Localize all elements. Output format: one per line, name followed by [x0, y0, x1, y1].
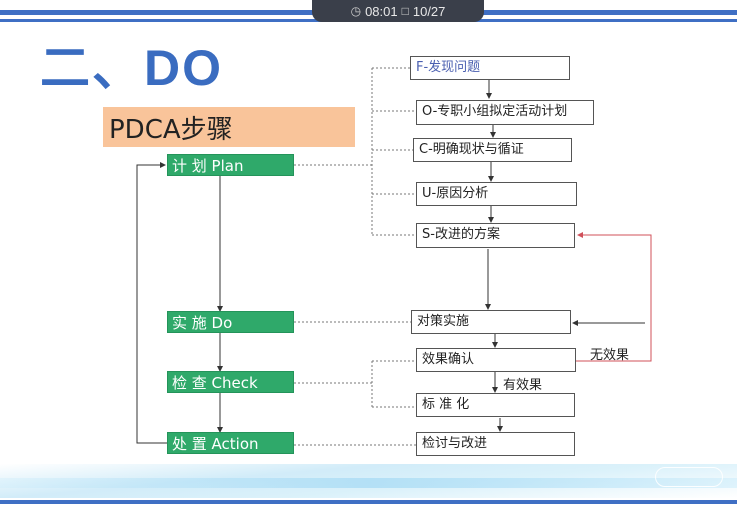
pdca-step-label: 实 施 Do [172, 314, 233, 332]
pdca-step-plan: 计 划 Plan [167, 154, 294, 176]
status-bar: ◷ 08:01 □ 10/27 [312, 0, 484, 22]
section-label: PDCA步骤 [103, 107, 355, 147]
step-label: 检讨与改进 [422, 436, 488, 451]
pdca-step-do: 实 施 Do [167, 311, 294, 333]
pdca-step-action: 处 置 Action [167, 432, 294, 454]
step-implement: 对策实施 [411, 310, 571, 334]
watermark-logo [655, 467, 723, 487]
section-label-text: PDCA步骤 [109, 114, 233, 145]
status-time: 08:01 [365, 3, 398, 19]
substep-s: S-改进的方案 [416, 223, 575, 248]
step-verify: 效果确认 [416, 348, 576, 372]
substep-label: U-原因分析 [422, 186, 489, 201]
substep-o: O-专职小组拟定活动计划 [416, 100, 594, 125]
substep-label: F-发现问题 [416, 60, 481, 75]
substep-c: C-明确现状与循证 [413, 138, 572, 162]
substep-u: U-原因分析 [416, 182, 577, 206]
label-ineffective: 无效果 [590, 348, 630, 363]
step-label: 效果确认 [422, 352, 475, 367]
pdca-flow-arrows [136, 162, 223, 444]
feedback-loop-arrow [576, 232, 652, 362]
step-label: 对策实施 [417, 314, 470, 329]
step-label: 标 准 化 [422, 397, 470, 412]
substep-label: C-明确现状与循证 [419, 142, 524, 157]
status-page: 10/27 [412, 3, 446, 19]
clock-icon: ◷ [350, 4, 362, 18]
substep-label: S-改进的方案 [422, 227, 500, 242]
dotted-connectors [294, 67, 416, 446]
footer-wave-highlight [0, 478, 737, 488]
page-icon: □ [401, 4, 409, 18]
bottom-rule [0, 500, 737, 504]
substep-arrows [485, 79, 645, 432]
pdca-step-label: 处 置 Action [172, 435, 259, 453]
pdca-step-label: 计 划 Plan [172, 157, 244, 175]
slide-title: 二、DO [40, 40, 223, 96]
substep-f: F-发现问题 [410, 56, 570, 80]
step-standardize: 标 准 化 [416, 393, 575, 417]
step-review: 检讨与改进 [416, 432, 575, 456]
substep-label: O-专职小组拟定活动计划 [422, 104, 568, 119]
label-effective: 有效果 [503, 378, 543, 393]
pdca-step-check: 检 查 Check [167, 371, 294, 393]
pdca-step-label: 检 查 Check [172, 374, 258, 392]
